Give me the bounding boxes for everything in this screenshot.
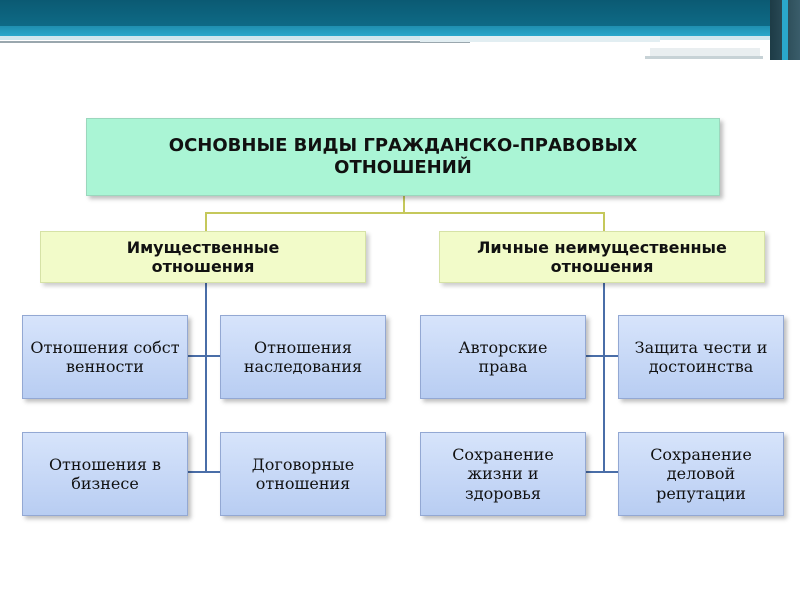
corner-decoration-stripe <box>782 0 788 60</box>
connector-row1-left <box>187 355 221 357</box>
leaf-box: Сохранение жизни и здоровья <box>420 432 586 516</box>
diagram-title-box: ОСНОВНЫЕ ВИДЫ ГРАЖДАНСКО-ПРАВОВЫХ ОТНОШЕ… <box>86 118 720 196</box>
connector-row2-left <box>187 471 221 473</box>
connector-category-2-trunk <box>603 282 605 472</box>
connector-to-category-1 <box>205 212 207 231</box>
leaf-label: Отношения наследования <box>243 337 363 376</box>
leaf-box: Договорные отношения <box>220 432 386 516</box>
connector-title-horizontal <box>205 212 605 214</box>
leaf-box: Защита чести и достоинства <box>618 315 784 399</box>
category-label: Личные неимущественные отношения <box>477 237 727 276</box>
header-band-accent <box>0 26 800 36</box>
connector-row2-right <box>585 471 619 473</box>
leaf-label: Авторские права <box>458 337 548 376</box>
connector-title-down <box>403 196 405 213</box>
category-label: Имущественные отношения <box>126 237 280 276</box>
corner-decoration-light <box>650 48 760 56</box>
header-rule <box>0 41 470 43</box>
header-band-light <box>0 36 800 40</box>
leaf-label: Защита чести и достоинства <box>634 337 768 376</box>
leaf-label: Сохранение деловой репутации <box>650 445 752 503</box>
connector-category-1-trunk <box>205 282 207 472</box>
leaf-label: Договорные отношения <box>251 454 355 493</box>
leaf-box: Авторские права <box>420 315 586 399</box>
header-band <box>0 0 800 26</box>
corner-decoration-rule <box>645 56 763 59</box>
header-highlight <box>420 36 660 42</box>
category-box-property: Имущественные отношения <box>40 231 366 283</box>
leaf-box: Отношения в бизнесе <box>22 432 188 516</box>
leaf-box: Отношения наследования <box>220 315 386 399</box>
connector-row1-right <box>585 355 619 357</box>
leaf-box: Сохранение деловой репутации <box>618 432 784 516</box>
leaf-label: Отношения в бизнесе <box>48 454 162 493</box>
category-box-personal: Личные неимущественные отношения <box>439 231 765 283</box>
leaf-label: Сохранение жизни и здоровья <box>452 445 554 503</box>
diagram-title: ОСНОВНЫЕ ВИДЫ ГРАЖДАНСКО-ПРАВОВЫХ ОТНОШЕ… <box>168 135 638 178</box>
leaf-label: Отношения собственности <box>30 337 180 376</box>
leaf-box: Отношения собственности <box>22 315 188 399</box>
connector-to-category-2 <box>603 212 605 231</box>
